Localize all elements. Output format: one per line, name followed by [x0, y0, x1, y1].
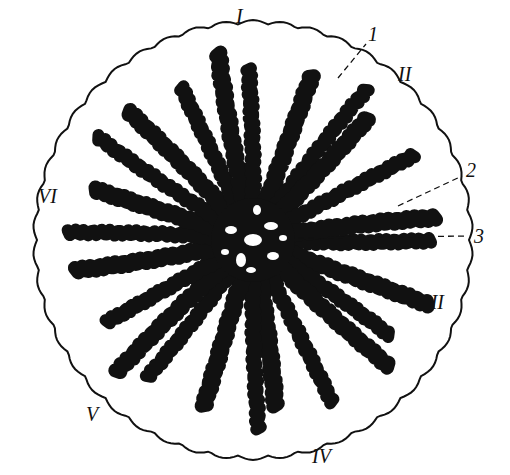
- septum: [250, 268, 261, 429]
- septa-group: [68, 53, 437, 430]
- column-pore: [244, 234, 262, 246]
- leader-line: [338, 44, 366, 78]
- sector-numeral: I: [236, 6, 243, 26]
- column-pore: [236, 253, 246, 267]
- column-pore: [221, 249, 229, 255]
- section-outline: [34, 20, 473, 460]
- septum: [281, 215, 437, 238]
- column-pore: [225, 226, 237, 234]
- leader-group: [298, 44, 468, 238]
- leader-line: [398, 176, 462, 206]
- callout-number: 3: [474, 226, 484, 246]
- column-pore: [246, 267, 256, 273]
- central-column: [211, 198, 295, 282]
- column-pore: [264, 222, 278, 230]
- callout-number: 1: [368, 24, 378, 44]
- column-pore: [253, 205, 261, 215]
- septum: [75, 244, 226, 273]
- sector-numeral: III: [424, 292, 444, 312]
- septum: [246, 68, 256, 212]
- column-pore: [279, 235, 287, 241]
- leader-line: [298, 236, 468, 238]
- sector-numeral: VI: [38, 186, 57, 206]
- column-pore: [267, 252, 279, 260]
- sector-numeral: II: [398, 64, 411, 84]
- column-core: [211, 198, 295, 282]
- sector-numeral: V: [86, 404, 98, 424]
- sector-numeral: IV: [312, 446, 331, 466]
- callout-number: 2: [466, 160, 476, 180]
